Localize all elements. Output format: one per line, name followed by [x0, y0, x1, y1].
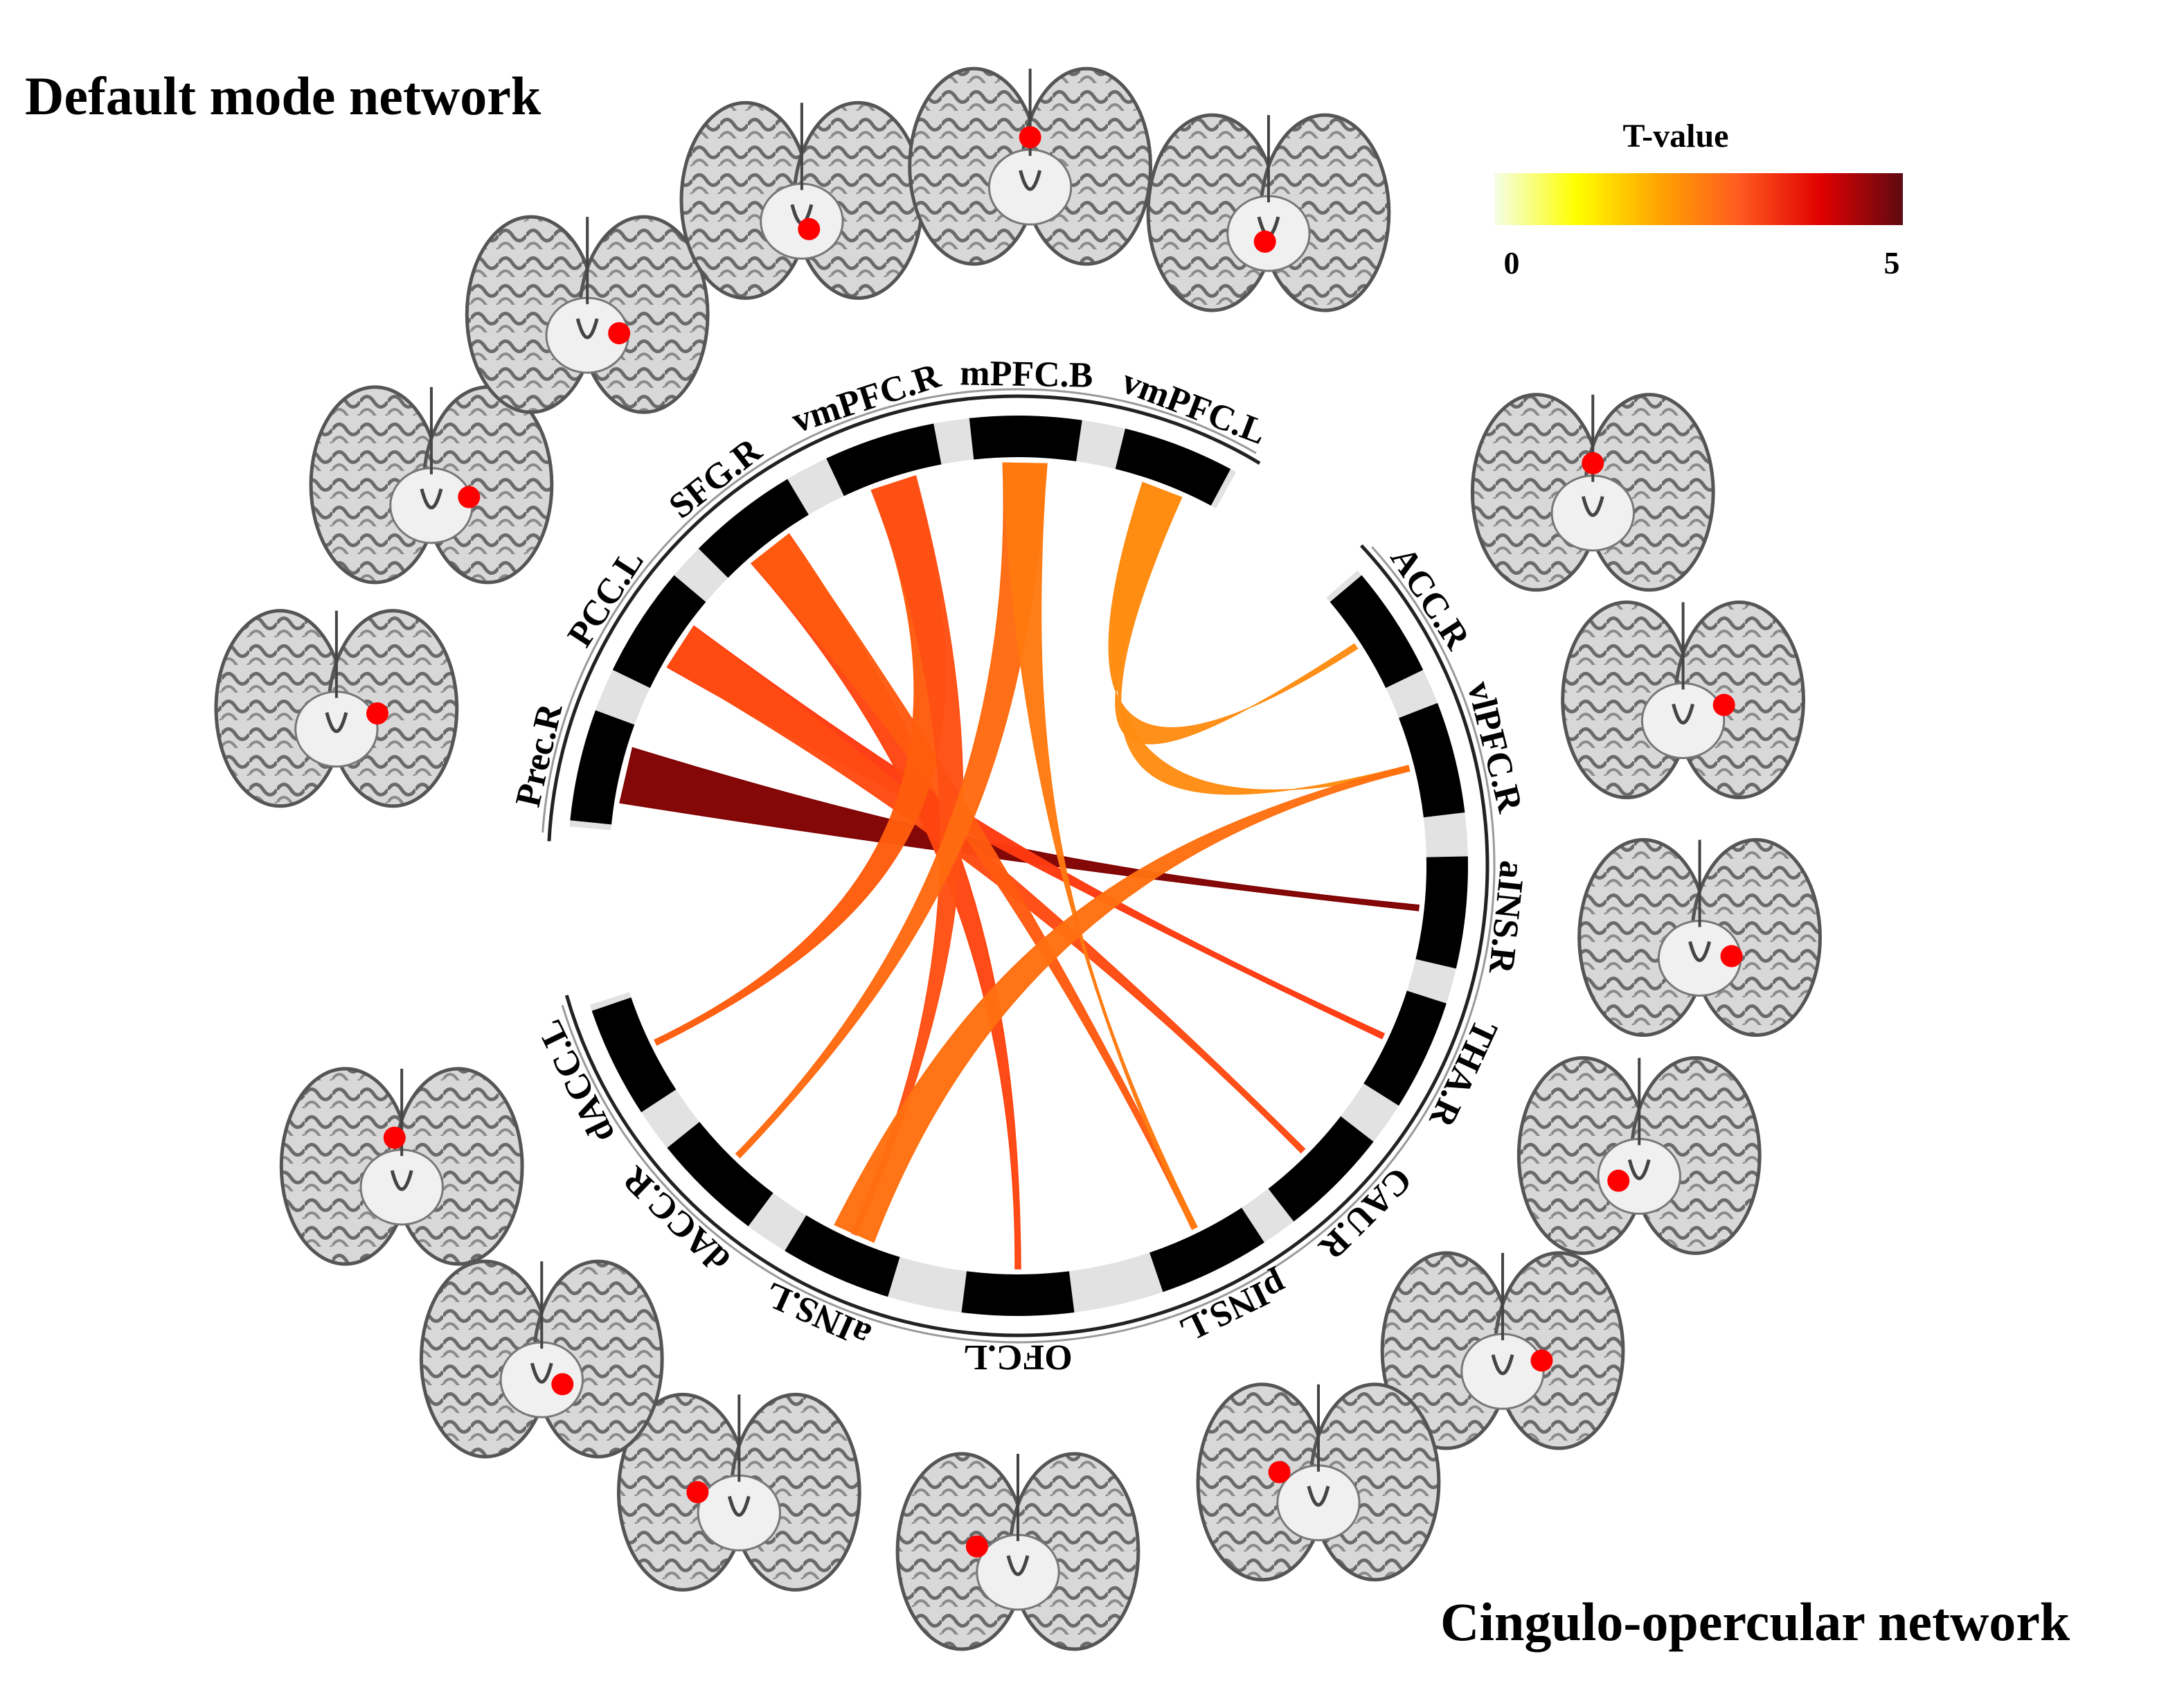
dmn-bracket [541, 388, 1261, 842]
region-segment-ofc-l [961, 1271, 1075, 1317]
roi-marker [1253, 230, 1276, 253]
roi-marker [686, 1481, 709, 1504]
region-label-vlpfc-r: vlPFC.R [1460, 677, 1530, 817]
region-segment-pins-l [1149, 1207, 1264, 1292]
roi-marker [1530, 1349, 1553, 1372]
region-segment-acc-r [1330, 575, 1424, 688]
cingulo-opercular-network-title: Cingulo-opercular network [1440, 1592, 2070, 1652]
region-label-ofc-l: OFC.L [963, 1337, 1072, 1377]
default-mode-network-title: Default mode network [25, 66, 541, 126]
brain-slice-acc-r [1470, 393, 1715, 592]
roi-marker [608, 322, 631, 345]
roi-marker [551, 1373, 574, 1396]
connection-ribbon-ains-l-to-vlpfc-r [834, 765, 1411, 1243]
roi-marker [1268, 1461, 1291, 1484]
region-segment-mpfc-b [969, 416, 1082, 462]
brain-slice-ains-r [1577, 837, 1822, 1037]
brain-slice-pcc-l [309, 385, 554, 585]
brain-slice-ains-l [616, 1392, 861, 1592]
con-bracket [561, 544, 1496, 1344]
colorbar-title: T-value [1623, 118, 1729, 154]
brain-slice-vmpfc-l [1146, 113, 1391, 312]
brain-slice-tha-r [1516, 1056, 1762, 1255]
brain-slice-dacc-r [419, 1259, 664, 1459]
roi-marker [965, 1535, 988, 1558]
colorbar-bar [1494, 173, 1903, 225]
roi-marker [1019, 126, 1041, 149]
roi-marker [1712, 693, 1735, 716]
region-segment-vmpfc-r [826, 423, 942, 497]
roi-marker [366, 702, 388, 725]
brain-slice-cau-r [1380, 1251, 1625, 1450]
brain-slice-dacc-l [279, 1067, 524, 1266]
region-segment-cau-r [1268, 1116, 1374, 1222]
region-label-mpfc-b: mPFC.B [960, 353, 1093, 395]
region-segment-ains-r [1415, 856, 1468, 969]
roi-marker [1720, 945, 1743, 968]
colorbar-min-label: 0 [1504, 245, 1520, 281]
roi-marker [458, 486, 481, 508]
brain-slice-prec-r [214, 609, 459, 808]
region-segment-prec-r [570, 710, 635, 825]
region-segment-vmpfc-l [1115, 428, 1231, 506]
region-segment-pcc-l [612, 575, 706, 688]
region-segment-dacc-r [667, 1121, 773, 1227]
roi-marker [1582, 452, 1604, 474]
region-segment-sfg-r [698, 479, 809, 578]
brain-slices [214, 66, 1822, 1651]
brain-slice-pins-l [1196, 1382, 1441, 1582]
brain-slice-sfg-r [465, 215, 710, 414]
brain-slice-ofc-l [895, 1452, 1140, 1651]
connection-ribbons [619, 462, 1420, 1270]
connection-ribbon-vmpfc-r-to-ains-l [850, 475, 964, 1236]
brain-slice-mpfc-b [908, 66, 1153, 266]
region-segment-dacc-l [591, 997, 677, 1112]
colorbar-max-label: 5 [1884, 245, 1900, 281]
colorbar: T-value 0 5 [1494, 118, 1903, 281]
roi-marker [1607, 1169, 1630, 1192]
region-segment-tha-r [1363, 990, 1447, 1106]
roi-marker [383, 1126, 406, 1149]
brain-slice-vlpfc-r [1561, 600, 1805, 799]
connection-ribbon-mpfc-b-to-pins-l [1002, 462, 1198, 1230]
region-segment-vlpfc-r [1399, 702, 1465, 818]
brain-slice-vmpfc-r [679, 100, 924, 300]
roi-marker [798, 217, 821, 240]
region-segment-ains-l [785, 1215, 900, 1297]
